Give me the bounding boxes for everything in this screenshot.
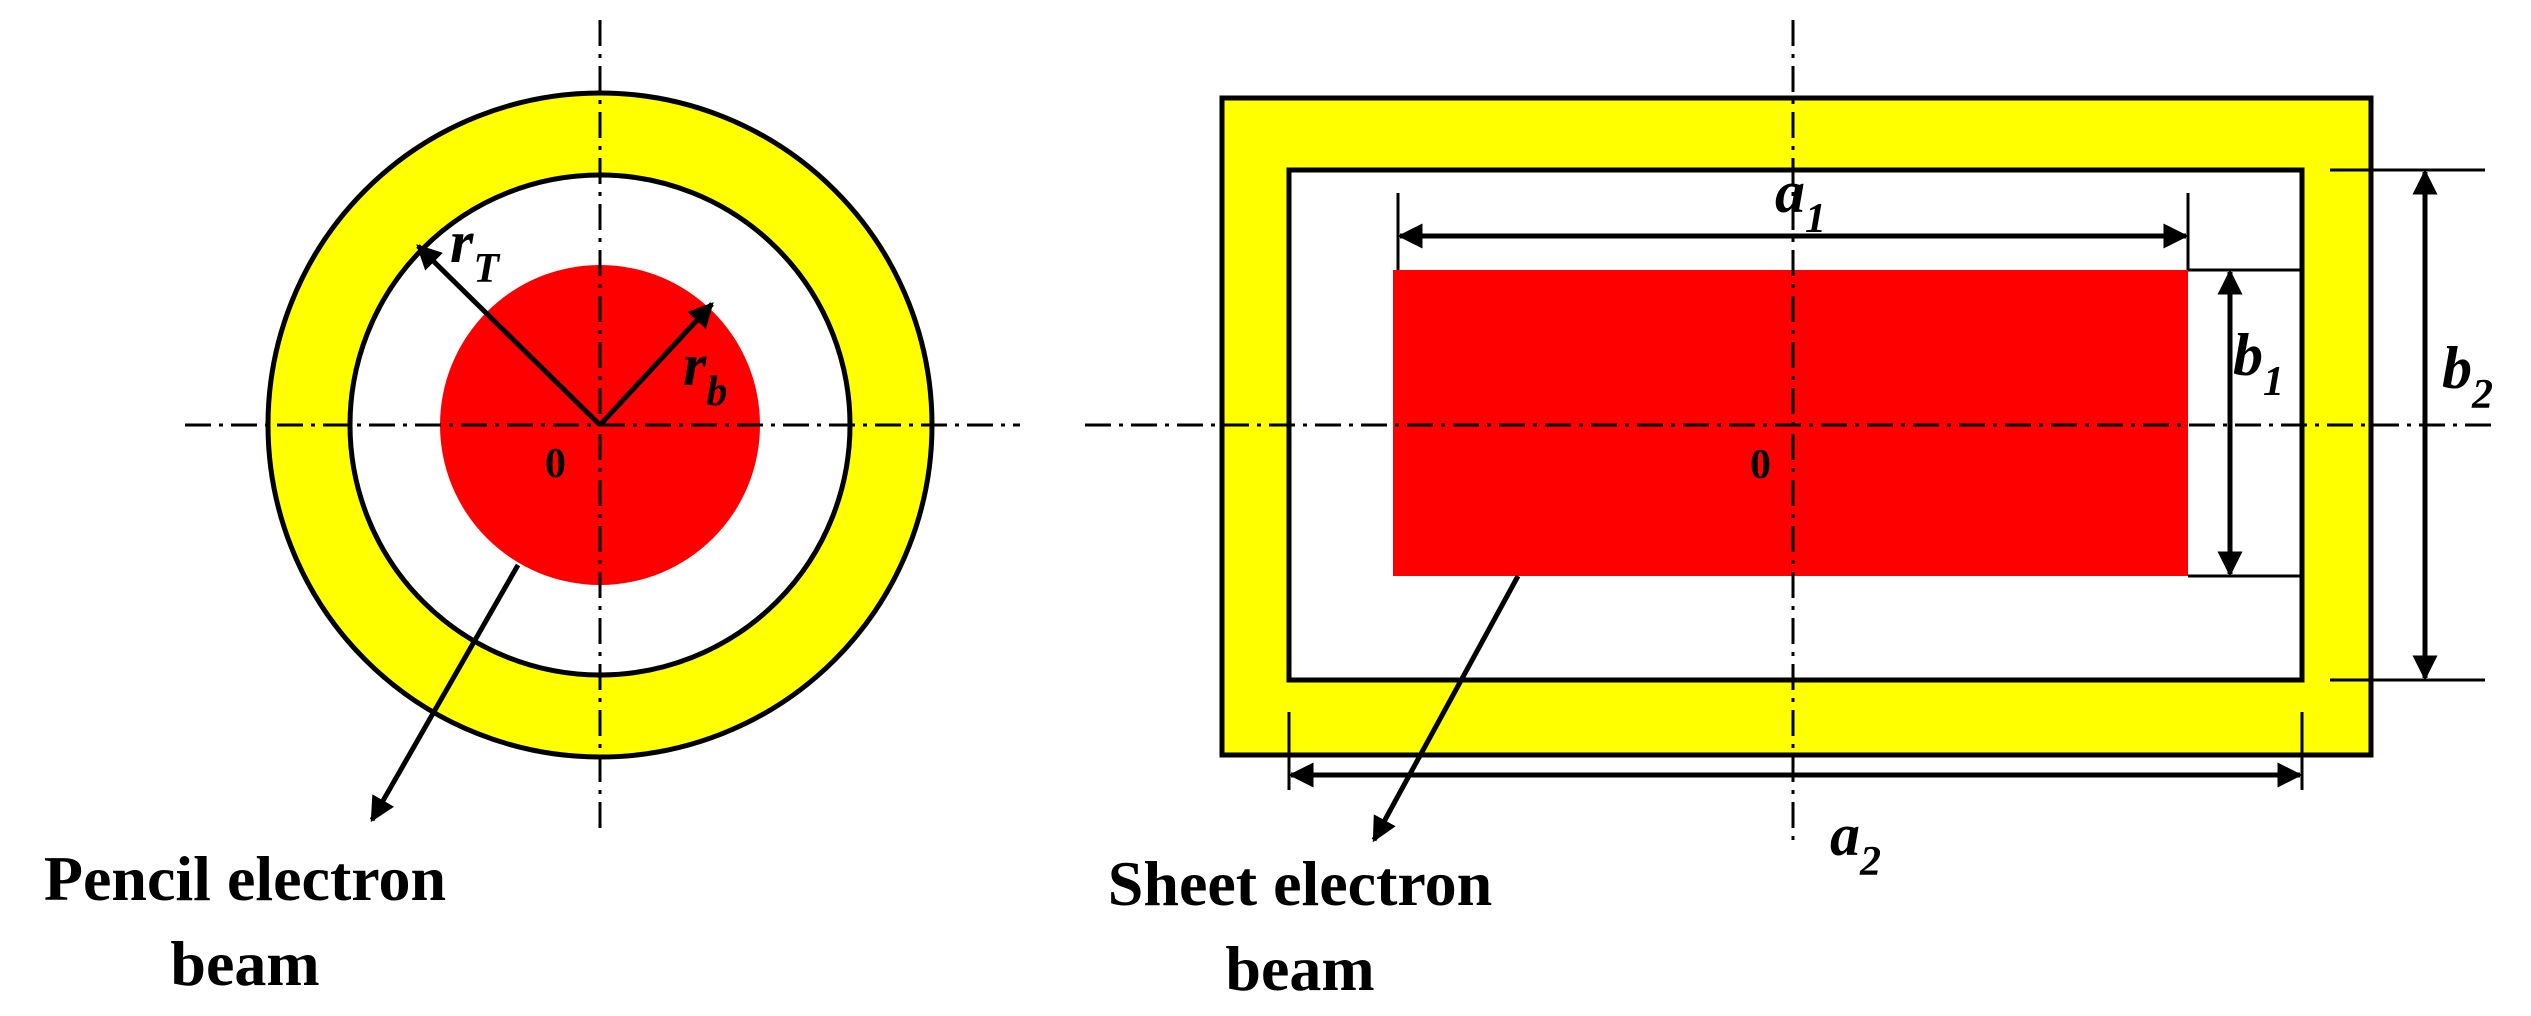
pencil-caption-line-1: Pencil electron [44, 843, 446, 914]
sheet-beam-width-label: a1 [1775, 159, 1826, 242]
pencil-origin-label: 0 [545, 441, 566, 487]
sheet-tunnel-width-label: a2 [1830, 802, 1881, 885]
pencil-caption-pointer [369, 563, 521, 823]
pencil-beam-radius-label: rb [683, 332, 727, 415]
pencil-beam-radius-arrow [598, 302, 714, 427]
sheet-origin-label: 0 [1750, 442, 1771, 488]
sheet-caption-line-2: beam [1225, 933, 1374, 1004]
sheet-caption-pointer [1371, 574, 1521, 843]
sheet-tunnel-height-label: b2 [2442, 335, 2493, 418]
sheet-beam [1393, 270, 2188, 576]
pencil-beam-figure: 0 rT rb Pencil electron beam [44, 20, 1020, 999]
pencil-tunnel-radius-label: rT [450, 209, 501, 292]
pencil-tunnel-radius-arrow [416, 244, 602, 427]
sheet-beam-figure: 0 a1 b1 b2 a2 Sheet electron beam [1085, 20, 2495, 1004]
sheet-beam-height-label: b1 [2233, 322, 2284, 405]
pencil-caption-line-2: beam [170, 928, 319, 999]
sheet-caption-line-1: Sheet electron [1108, 848, 1492, 919]
